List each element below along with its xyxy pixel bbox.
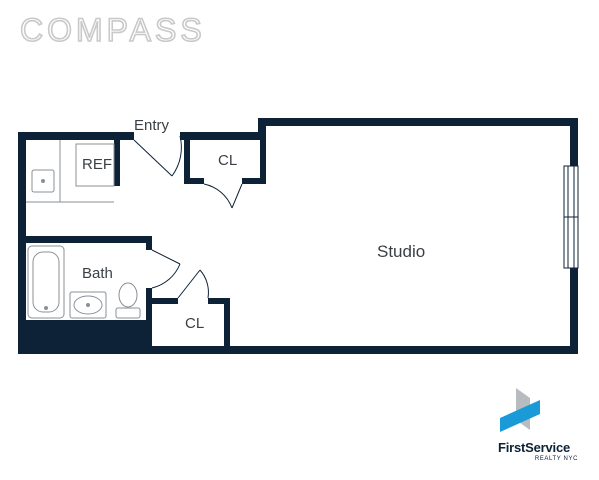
interior-walls <box>26 140 266 346</box>
window <box>563 165 579 269</box>
bath-fixtures <box>27 245 141 319</box>
room-label-closet-top: CL <box>218 152 237 169</box>
room-label-bath: Bath <box>82 265 113 282</box>
firstservice-ribbon-icon <box>500 388 540 432</box>
firstservice-logo: FirstService REALTY NYC <box>498 440 588 462</box>
bathtub-icon <box>27 245 65 319</box>
toilet-icon <box>118 282 138 308</box>
room-label-studio: Studio <box>377 242 425 261</box>
room-label-entry: Entry <box>134 117 170 134</box>
room-label-ref: REF <box>82 156 112 173</box>
bath-sink-icon <box>69 291 107 319</box>
partner-name: FirstService <box>498 440 571 455</box>
kitchen-fixtures <box>26 140 115 203</box>
room-label-closet-bottom: CL <box>185 315 204 332</box>
doors <box>133 135 243 299</box>
partner-subtitle: REALTY NYC <box>534 456 578 462</box>
kitchen-sink-icon <box>31 169 55 193</box>
outer-walls <box>18 118 578 354</box>
compass-logo: COMPASS <box>19 11 206 49</box>
